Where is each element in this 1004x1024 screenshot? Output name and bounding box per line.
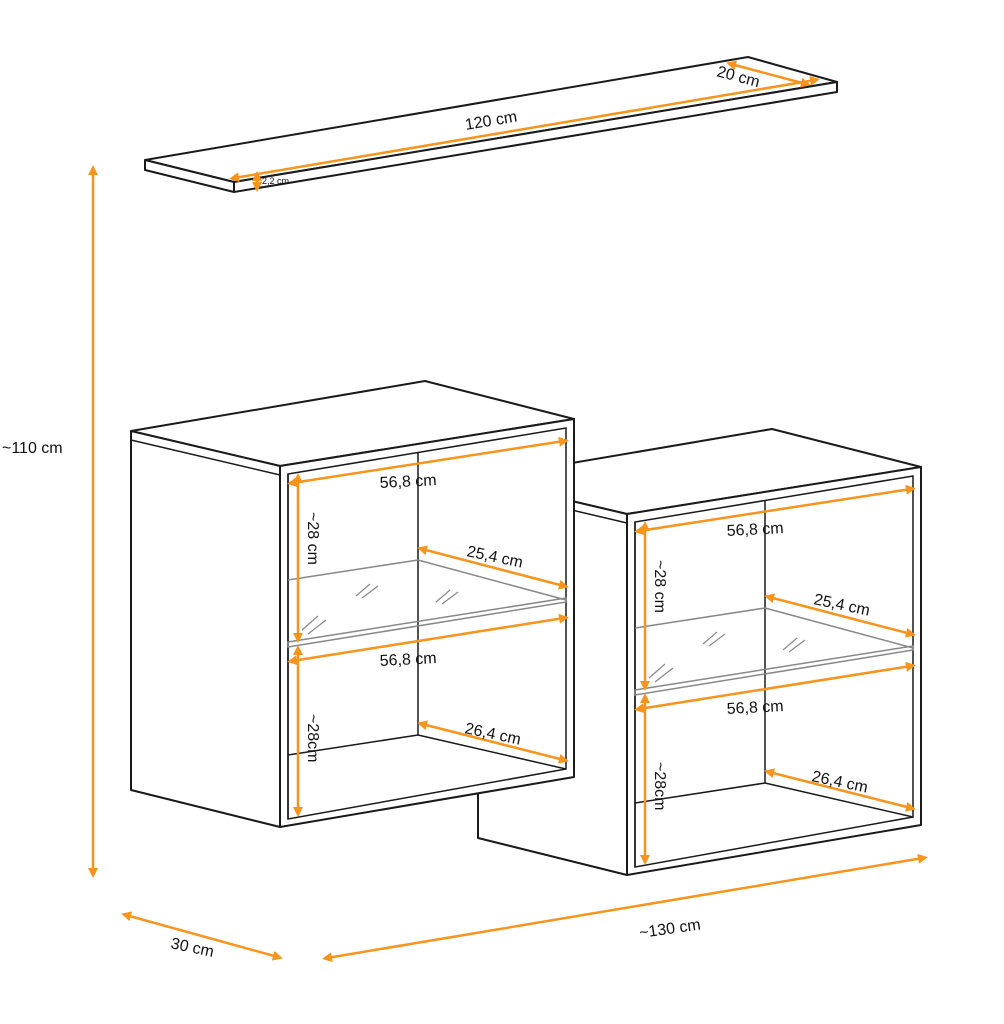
right-upper-height-label: ~28 cm [651, 560, 668, 613]
left-mid-width-label: 56,8 cm [379, 650, 437, 670]
right-mid-width-label: 56,8 cm [726, 698, 784, 718]
right-top-width-label: 56,8 cm [726, 520, 784, 540]
left-top-width-label: 56,8 cm [379, 472, 437, 492]
shelf-thickness-label: 2,2 cm [262, 176, 289, 186]
left-lower-height-label: ~28cm [304, 714, 321, 762]
cabinet-right-dimensions: 56,8 cm ~28 cm 25,4 cm 56,8 cm ~28cm 26,… [634, 484, 916, 865]
wall-shelf: 120 cm 20 cm 2,2 cm [144, 56, 838, 193]
overall-width-label: ~130 cm [638, 917, 702, 942]
overall-height-label: ~110 cm [2, 440, 63, 457]
left-upper-height-label: ~28 cm [304, 512, 321, 565]
right-lower-height-label: ~28cm [651, 762, 668, 810]
overall-depth-label: 30 cm [169, 935, 215, 961]
cabinet-left-dimensions: 56,8 cm ~28 cm 25,4 cm 56,8 cm ~28cm 26,… [287, 436, 569, 817]
shelf-length-dimension [229, 75, 820, 183]
shelf-depth-dimension [726, 60, 811, 88]
cabinet-left [130, 380, 575, 828]
